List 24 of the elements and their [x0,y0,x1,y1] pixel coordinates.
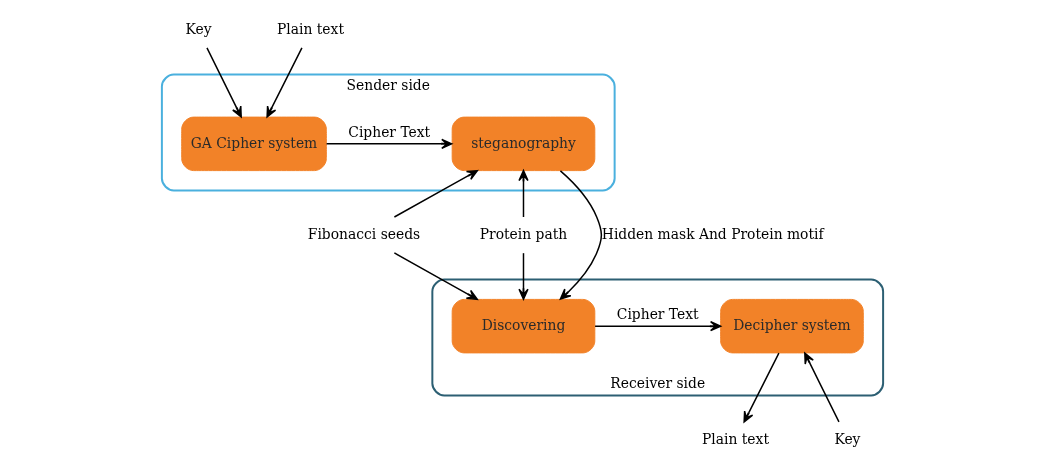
arrow [803,352,840,423]
node-box: steganography [451,116,595,172]
arrow [325,138,452,150]
arrow [205,47,242,118]
node-text: Plain text [701,430,769,447]
node-box: GA Cipher system [180,116,327,172]
arrow [742,352,780,423]
arrow [517,252,529,300]
node-text: Protein path [479,225,567,242]
node-box: Discovering [451,298,595,354]
arrow [393,252,478,301]
node-box: Decipher system [719,298,864,354]
node-text: Fibonacci seeds [307,225,420,242]
arrow [393,169,478,218]
arrow [265,47,303,118]
edge-label: Cipher Text [616,306,699,323]
node-text: Plain text [276,20,344,37]
arrow [517,169,529,218]
arrow [559,170,602,300]
arrow [593,320,721,332]
edge-label: Hidden mask And Protein motif [601,225,824,242]
node-text: Key [185,20,212,37]
edge-label: Cipher Text [347,124,430,141]
node-text: Key [833,430,860,447]
